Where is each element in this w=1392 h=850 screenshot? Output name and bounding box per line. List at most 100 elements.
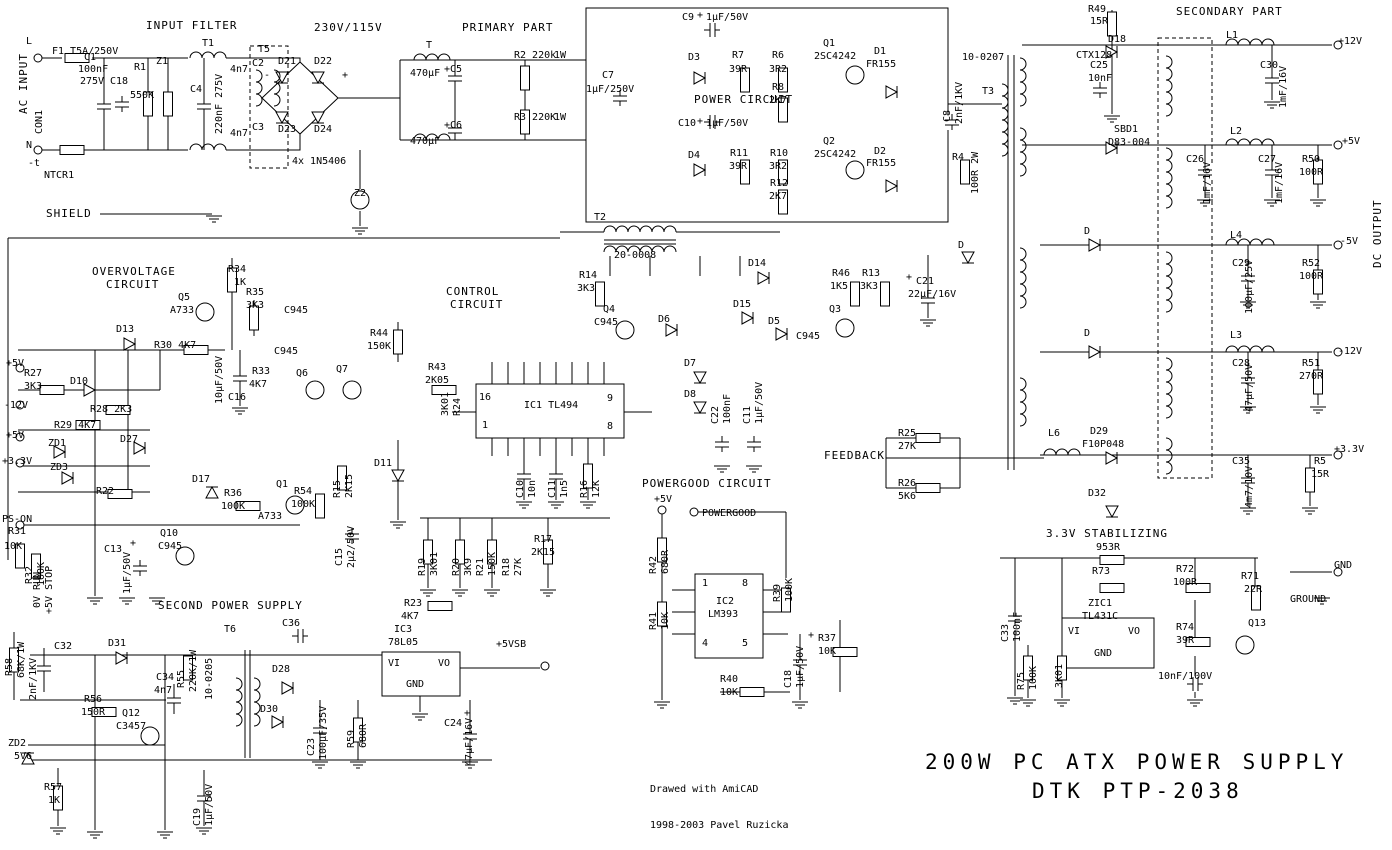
capacitor-symbol	[448, 122, 462, 138]
label-22r: 22R	[1244, 584, 1263, 595]
label-gnd: GND	[1334, 560, 1353, 571]
resistor-symbol	[9, 647, 19, 673]
transistor-symbol	[342, 380, 362, 400]
resistor-symbol	[163, 91, 173, 117]
label-12v: -12V	[4, 400, 29, 411]
label-powergood-circuit: POWERGOOD CIRCUIT	[642, 477, 772, 490]
resistor-symbol	[850, 281, 860, 307]
terminal	[15, 400, 25, 410]
label-12v: -12V	[1338, 346, 1363, 357]
capacitor-symbol	[793, 654, 807, 670]
label-r16: R16	[579, 479, 590, 498]
label-circuit: CIRCUIT	[106, 278, 160, 291]
label-+: +	[130, 538, 137, 549]
label-1mf-16v: 1mF/16V	[1274, 161, 1285, 204]
terminal	[1333, 40, 1343, 50]
label-+c6: +C6	[444, 120, 463, 131]
label-9: 9	[607, 393, 614, 404]
capacitor-symbol	[1240, 270, 1256, 286]
resistor-symbol	[143, 91, 153, 117]
diode-symbol	[21, 751, 35, 765]
label-16: 16	[479, 392, 492, 403]
label-68k-1w: 68K/1W	[16, 641, 27, 678]
label-c9: C9	[682, 12, 695, 23]
capacitor-symbol	[1264, 164, 1280, 180]
inductor-symbol	[1001, 83, 1009, 157]
diode-symbol	[757, 271, 771, 285]
inductor-symbol	[1225, 38, 1275, 46]
label-r39: R39	[772, 583, 783, 602]
label-r51: R51	[1302, 358, 1321, 369]
label-27k: 27K	[513, 557, 524, 576]
label-secondary-part: SECONDARY PART	[1176, 5, 1283, 18]
label-t: T	[426, 40, 433, 51]
capacitor-symbol	[548, 468, 564, 484]
label-+: +	[906, 272, 913, 283]
label-150r: 150R	[81, 707, 106, 718]
label-n: N	[26, 140, 33, 151]
ground-symbol	[352, 227, 368, 235]
label-r30-4k7: R30 4K7	[154, 340, 197, 351]
ground-symbol	[792, 701, 808, 709]
resistor-symbol	[915, 483, 941, 493]
capacitor-symbol	[196, 790, 212, 806]
inductor-symbol	[1225, 238, 1275, 246]
label-100r: 100R	[1173, 577, 1198, 588]
diode-symbol	[1088, 238, 1102, 252]
label-c26: C26	[1186, 154, 1205, 165]
ground-symbol	[1197, 199, 1213, 207]
inductor-symbol	[1165, 147, 1173, 209]
label-r28-2k3: R28 2K3	[90, 404, 133, 415]
label-ic2: IC2	[716, 596, 735, 607]
ground-symbol	[548, 501, 564, 509]
capacitor-symbol	[447, 70, 463, 86]
label-powergood: POWERGOOD	[702, 508, 757, 519]
label-c35: C35	[1232, 456, 1251, 467]
label-3k01: 3K01	[429, 551, 440, 576]
label-10k: 10K	[660, 611, 671, 630]
resistor-symbol	[1185, 583, 1211, 593]
capacitor-symbol	[792, 654, 808, 670]
resistor-symbol	[427, 601, 453, 611]
wire	[261, 61, 339, 135]
label-10k: 10K	[720, 687, 739, 698]
label-d5: D5	[768, 316, 781, 327]
label-vi: VI	[388, 658, 401, 669]
label-overvoltage: OVERVOLTAGE	[92, 265, 176, 278]
terminal	[689, 507, 699, 517]
ground-symbol	[654, 701, 670, 709]
label-r54: R54	[294, 486, 313, 497]
inductor-symbol	[189, 51, 227, 59]
label-c30: C30	[1260, 60, 1279, 71]
label-zd1: ZD1	[48, 438, 67, 449]
label-r43: R43	[428, 362, 447, 373]
label-t1: T1	[202, 38, 215, 49]
transistor-symbol	[845, 65, 865, 85]
label-ps-on: PS-ON	[2, 514, 33, 525]
label-47-f-50v: 47μF/50V	[1244, 363, 1255, 412]
diode-symbol	[1105, 505, 1119, 519]
diode-symbol	[961, 251, 975, 265]
capacitor-symbol	[313, 722, 327, 738]
ground-symbol	[1054, 699, 1070, 707]
resistor-symbol	[583, 463, 593, 489]
label-r31: R31	[8, 526, 27, 537]
label-c945: C945	[594, 317, 619, 328]
label-r4: R4	[952, 152, 965, 163]
label-q7: Q7	[336, 364, 349, 375]
label-r14: R14	[579, 270, 598, 281]
inductor-symbol	[603, 225, 677, 233]
resistor-symbol	[778, 97, 788, 123]
diode-symbol	[275, 71, 289, 85]
resistor-symbol	[183, 655, 193, 681]
diode-symbol	[1105, 451, 1119, 465]
terminal	[15, 520, 25, 530]
resistor-symbol	[880, 281, 890, 307]
label-1-f-50v: 1μF/50V	[706, 118, 749, 129]
label-10nf-100v: 10nF/100V	[1158, 671, 1213, 682]
label-15r: 15R	[1311, 469, 1330, 480]
label-c27: C27	[1258, 154, 1277, 165]
diode-symbol	[391, 469, 405, 483]
label-+: +	[697, 116, 704, 127]
ground-symbol	[1310, 406, 1326, 414]
